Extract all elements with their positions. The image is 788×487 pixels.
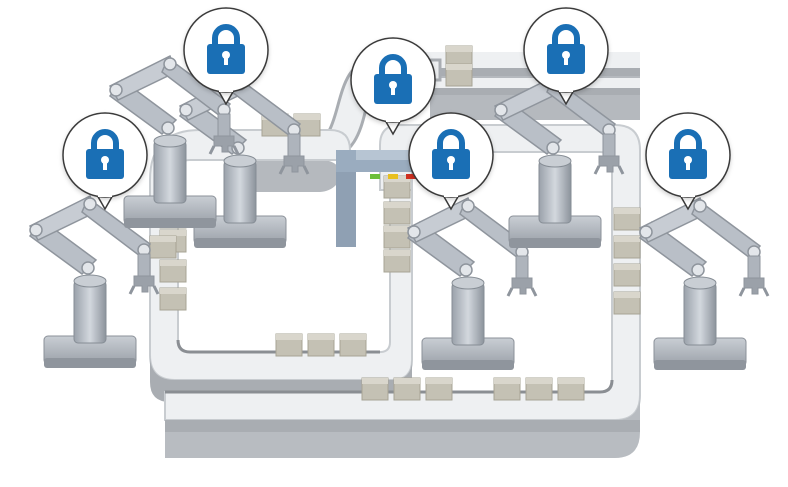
padlock-icon bbox=[669, 129, 707, 179]
security-locks bbox=[62, 7, 731, 211]
robot-arms bbox=[28, 54, 770, 370]
package-box bbox=[525, 377, 553, 401]
lock-bubble bbox=[350, 37, 436, 136]
package-box bbox=[149, 235, 177, 259]
package-box bbox=[159, 287, 187, 311]
lock-bubble bbox=[408, 112, 494, 211]
status-light-yellow bbox=[388, 174, 398, 179]
robot-arm bbox=[493, 74, 625, 248]
control-unit bbox=[336, 150, 418, 247]
package-box bbox=[383, 225, 411, 249]
package-box bbox=[613, 263, 641, 287]
padlock-icon bbox=[547, 24, 585, 74]
package-box bbox=[445, 63, 473, 87]
package-box bbox=[393, 377, 421, 401]
package-box bbox=[493, 377, 521, 401]
lock-bubble bbox=[62, 112, 148, 211]
status-light-green bbox=[370, 174, 380, 179]
package-box bbox=[383, 201, 411, 225]
robot-arm bbox=[28, 194, 160, 368]
package-box bbox=[425, 377, 453, 401]
package-box bbox=[383, 175, 411, 199]
package-box bbox=[613, 235, 641, 259]
package-box bbox=[339, 333, 367, 357]
package-box bbox=[613, 291, 641, 315]
package-box bbox=[275, 333, 303, 357]
status-light-red bbox=[406, 174, 416, 179]
robot-arm bbox=[406, 196, 538, 370]
padlock-icon bbox=[374, 54, 412, 104]
lock-bubble bbox=[523, 7, 609, 106]
package-box bbox=[307, 333, 335, 357]
padlock-icon bbox=[207, 24, 245, 74]
padlock-icon bbox=[432, 129, 470, 179]
robot-arm bbox=[638, 196, 770, 370]
package-box bbox=[557, 377, 585, 401]
padlock-icon bbox=[86, 129, 124, 179]
package-box bbox=[361, 377, 389, 401]
package-box bbox=[613, 207, 641, 231]
robot-arm bbox=[108, 54, 240, 228]
lock-bubble bbox=[183, 7, 269, 106]
package-box bbox=[159, 259, 187, 283]
package-box bbox=[383, 249, 411, 273]
lock-bubble bbox=[645, 112, 731, 211]
